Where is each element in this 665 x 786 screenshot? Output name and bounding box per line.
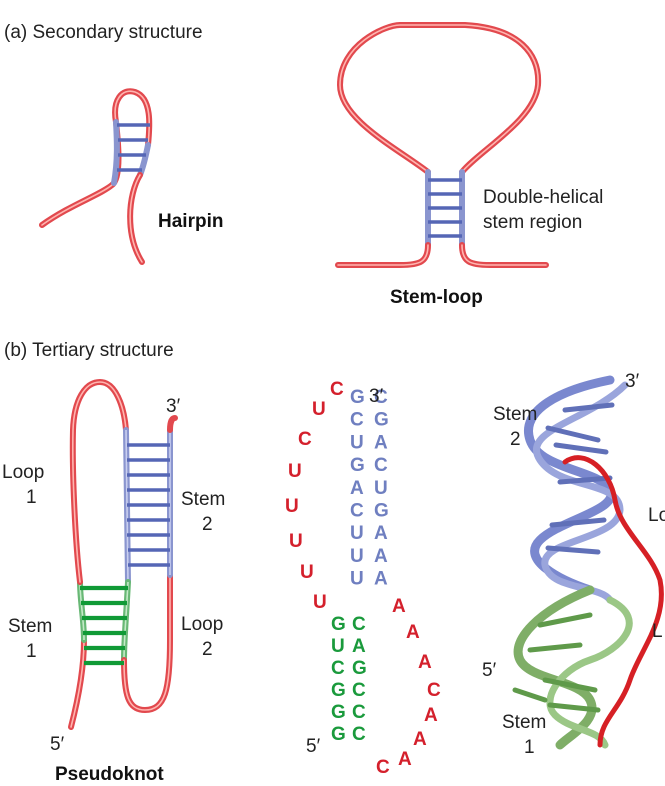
seq-stem1-left-base: G: [331, 680, 346, 701]
model-loop-label-upper: Lo: [648, 505, 665, 526]
seq-loop2-base: A: [418, 652, 432, 673]
stem-region-label-line2: stem region: [483, 212, 582, 233]
model-5prime-label: 5′: [482, 660, 497, 681]
seq-loop2-base: A: [392, 596, 406, 617]
stem1-label-line2: 1: [26, 641, 37, 662]
model-loop-label-lower: L: [652, 621, 663, 642]
stem-loop-label: Stem-loop: [390, 287, 483, 308]
seq-loop1-base: U: [313, 592, 327, 613]
seq-stem2-right-base: A: [374, 432, 388, 453]
seq-stem1-right-base: C: [352, 680, 366, 701]
pseudoknot-label: Pseudoknot: [55, 764, 164, 785]
seq-stem2-left-base: G: [350, 455, 365, 476]
model-stem1-label-line2: 1: [524, 737, 535, 758]
seq-loop2-base: A: [406, 622, 420, 643]
stem-loop-diagram: [335, 21, 549, 268]
hairpin-label: Hairpin: [158, 211, 223, 232]
seq-stem2-right-base: G: [374, 501, 389, 522]
seq-stem2-left-base: U: [350, 432, 364, 453]
ribbon-model: [512, 375, 664, 750]
seq-stem2-right-base: C: [374, 387, 388, 408]
seq-stem1-right-base: C: [352, 724, 366, 745]
pseudoknot-5prime-label: 5′: [50, 734, 65, 755]
sequence-3prime-label: 3′: [369, 386, 384, 407]
seq-stem2-left-base: G: [350, 387, 365, 408]
model-3prime-label: 3′: [625, 371, 640, 392]
loop1-label-line2: 1: [26, 487, 37, 508]
seq-stem1-right-base: C: [352, 614, 366, 635]
seq-loop2-base: C: [376, 757, 390, 778]
seq-stem1-left-base: G: [331, 724, 346, 745]
seq-loop2-base: C: [427, 680, 441, 701]
seq-stem1-left-base: U: [331, 636, 345, 657]
seq-stem2-left-base: A: [350, 478, 364, 499]
seq-loop2-base: A: [413, 729, 427, 750]
seq-stem2-right-base: A: [374, 523, 388, 544]
seq-loop2-base: A: [398, 749, 412, 770]
seq-loop1-base: C: [330, 379, 344, 400]
seq-stem2-left-base: U: [350, 523, 364, 544]
stem2-label-line1: Stem: [181, 489, 225, 510]
seq-loop1-base: U: [285, 496, 299, 517]
model-stem2-label-line1: Stem: [493, 404, 537, 425]
seq-stem2-left-base: C: [350, 501, 364, 522]
loop2-label-line1: Loop: [181, 614, 223, 635]
stem1-label-line1: Stem: [8, 616, 52, 637]
section-a-title: (a) Secondary structure: [4, 22, 203, 43]
section-b-title: (b) Tertiary structure: [4, 340, 174, 361]
loop2-label-line2: 2: [202, 639, 213, 660]
seq-stem2-left-base: U: [350, 546, 364, 567]
seq-stem2-right-base: A: [374, 546, 388, 567]
model-stem2-label-line2: 2: [510, 429, 521, 450]
pseudoknot-diagram: [68, 378, 178, 730]
seq-stem1-right-base: C: [352, 702, 366, 723]
seq-stem1-right-base: G: [352, 658, 367, 679]
seq-stem1-left-base: C: [331, 658, 345, 679]
seq-loop1-base: U: [312, 399, 326, 420]
seq-loop2-base: A: [424, 705, 438, 726]
seq-stem2-right-base: G: [374, 410, 389, 431]
seq-stem1-left-base: G: [331, 702, 346, 723]
hairpin-diagram: [39, 88, 153, 265]
seq-stem2-left-base: C: [350, 410, 364, 431]
loop1-label-line1: Loop: [2, 462, 44, 483]
seq-stem1-right-base: A: [352, 636, 366, 657]
seq-loop1-base: U: [288, 461, 302, 482]
seq-loop1-base: U: [289, 531, 303, 552]
seq-loop1-base: C: [298, 429, 312, 450]
model-stem1-label-line1: Stem: [502, 712, 546, 733]
seq-stem1-left-base: G: [331, 614, 346, 635]
pseudoknot-3prime-label: 3′: [166, 396, 181, 417]
seq-loop1-base: U: [300, 562, 314, 583]
seq-stem2-left-base: U: [350, 569, 364, 590]
sequence-5prime-label: 5′: [306, 736, 321, 757]
seq-stem2-right-base: A: [374, 569, 388, 590]
seq-stem2-right-base: U: [374, 478, 388, 499]
stem-region-label-line1: Double-helical: [483, 187, 603, 208]
stem2-label-line2: 2: [202, 514, 213, 535]
seq-stem2-right-base: C: [374, 455, 388, 476]
